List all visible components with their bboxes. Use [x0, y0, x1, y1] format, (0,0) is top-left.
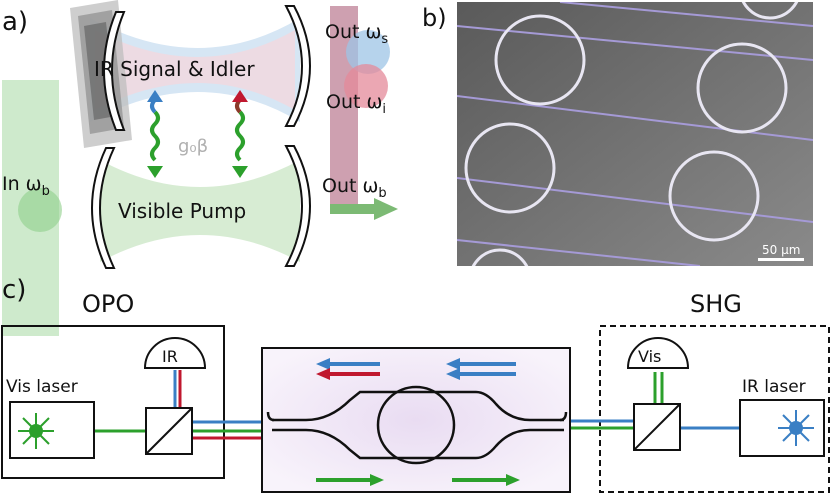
panel-a: a)	[2, 0, 398, 336]
ir-mirror-left	[103, 11, 126, 131]
ir-detector-label: IR	[162, 347, 178, 366]
cavity-mirrors	[91, 5, 311, 269]
opo-box	[1, 325, 225, 479]
shg-box	[599, 325, 830, 493]
panel-label-b: b)	[422, 4, 447, 32]
scale-bar-label: 50 μm	[762, 243, 800, 257]
shg-splitter-diagonal	[633, 403, 681, 451]
out-s-label: Out ωs	[325, 21, 388, 47]
sem-structures	[457, 2, 813, 266]
panel-b: b) 50 μm	[422, 2, 813, 266]
coupling-arrows	[147, 90, 248, 178]
shg-title: SHG	[690, 290, 742, 318]
pump-cavity-mode	[100, 160, 300, 262]
pump-cavity-label: Visible Pump	[118, 199, 246, 223]
ir-idler-mode	[95, 30, 295, 110]
out-b-label: Out ωb	[322, 175, 387, 201]
ir-mirror-right	[284, 5, 311, 127]
opo-title: OPO	[82, 290, 134, 318]
out-i-label: Out ωi	[326, 91, 386, 117]
pump-output-arrow	[330, 204, 376, 214]
ir-cavity-label: IR Signal & Idler	[94, 57, 255, 81]
vis-detector-label: Vis	[638, 347, 661, 366]
pump-mirror-left	[91, 147, 116, 269]
opo-splitter-diagonal	[145, 407, 193, 455]
vis-laser-icon	[18, 413, 54, 449]
ir-detector-icon	[143, 337, 207, 369]
pump-mirror-right	[284, 145, 311, 267]
input-beam-spot	[18, 188, 62, 232]
panel-label-c: c)	[2, 275, 26, 305]
ir-laser-label: IR laser	[742, 377, 806, 397]
chip-arrows	[316, 358, 520, 486]
signal-output-spot	[346, 30, 390, 74]
vis-laser-label: Vis laser	[6, 377, 78, 397]
panel-c: c) OPO SHG Vis laser	[1, 275, 830, 493]
pump-output-arrowhead	[374, 198, 398, 220]
vis-detector-icon	[626, 337, 690, 369]
chip-waveguides	[266, 385, 568, 465]
in-label: In ωb	[2, 173, 50, 199]
scale-bar	[758, 258, 804, 261]
panel-label-a: a)	[2, 7, 28, 37]
ir-laser-icon	[778, 410, 814, 446]
coupling-label: g₀β	[178, 136, 208, 157]
idler-output-spot	[344, 64, 388, 108]
